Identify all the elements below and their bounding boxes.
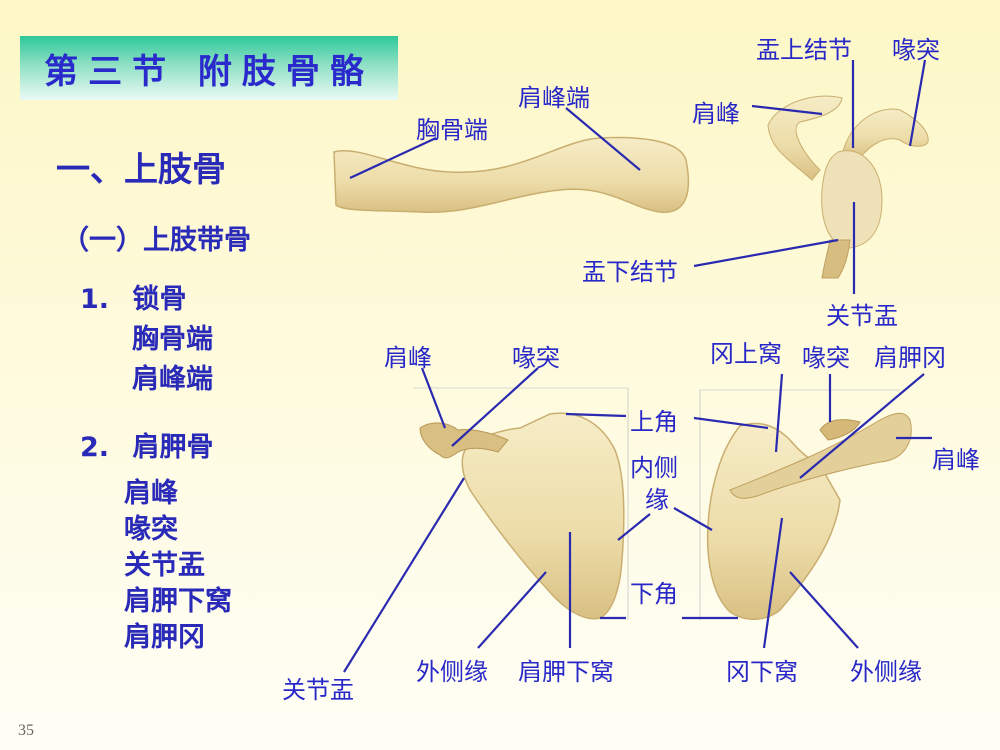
clavicle-image bbox=[333, 136, 690, 214]
label-acromion-lateral: 肩峰 bbox=[692, 100, 740, 128]
label-superior-angle: 上角 bbox=[630, 408, 678, 436]
label-glenoid-lateral: 关节盂 bbox=[826, 302, 898, 330]
label-infraspinous-fossa: 冈下窝 bbox=[726, 658, 798, 686]
label-acromion-anterior: 肩峰 bbox=[384, 344, 432, 372]
label-acromial-end: 肩峰端 bbox=[518, 84, 590, 112]
leader-lines bbox=[343, 59, 932, 673]
label-coracoid-posterior: 喙突 bbox=[802, 344, 850, 372]
section-scapula: 2. 肩胛骨 bbox=[80, 430, 213, 466]
label-medial-border-line1: 内侧 bbox=[630, 454, 678, 482]
label-scapular-spine: 肩胛冈 bbox=[874, 344, 946, 372]
section-clavicle: 1. 锁骨 bbox=[80, 282, 186, 318]
slide-title-banner: 第三节 附肢骨骼 bbox=[20, 36, 398, 100]
label-lateral-border-anterior: 外侧缘 bbox=[416, 658, 488, 686]
list-item: 肩峰 bbox=[124, 478, 178, 509]
section-number: 2. bbox=[80, 432, 110, 463]
scapula-lateral-image bbox=[767, 95, 929, 279]
scapula-anterior-image bbox=[413, 387, 629, 620]
label-coracoid-lateral: 喙突 bbox=[892, 36, 940, 64]
list-item: 肩峰端 bbox=[132, 364, 213, 395]
scapula-posterior-image bbox=[699, 389, 912, 620]
label-supraspinous-fossa: 冈上窝 bbox=[710, 340, 782, 368]
label-subscapular-fossa: 肩胛下窝 bbox=[518, 658, 614, 686]
list-item: 关节盂 bbox=[124, 550, 205, 581]
section-name: 锁骨 bbox=[132, 284, 187, 315]
subheading-shoulder-girdle: （一）上肢带骨 bbox=[62, 225, 251, 256]
label-inferior-angle: 下角 bbox=[630, 580, 678, 608]
slide-title: 第三节 附肢骨骼 bbox=[44, 51, 374, 92]
heading-upper-limb: 一、上肢骨 bbox=[56, 151, 226, 189]
label-supraglenoid-tubercle: 盂上结节 bbox=[756, 36, 852, 64]
label-infraglenoid-tubercle: 盂下结节 bbox=[582, 258, 678, 286]
label-acromion-posterior: 肩峰 bbox=[932, 446, 980, 474]
page-number: 35 bbox=[18, 722, 34, 739]
section-name: 肩胛骨 bbox=[132, 432, 214, 463]
label-glenoid-anterior: 关节盂 bbox=[282, 676, 354, 704]
label-coracoid-anterior: 喙突 bbox=[512, 344, 560, 372]
section-number: 1. bbox=[80, 284, 110, 315]
label-lateral-border-posterior: 外侧缘 bbox=[850, 658, 922, 686]
list-item: 胸骨端 bbox=[132, 324, 213, 355]
list-item: 喙突 bbox=[124, 514, 178, 545]
label-medial-border-line2: 缘 bbox=[645, 486, 669, 514]
list-item: 肩胛冈 bbox=[124, 622, 205, 653]
list-item: 肩胛下窝 bbox=[124, 586, 232, 617]
label-sternal-end: 胸骨端 bbox=[416, 116, 488, 144]
